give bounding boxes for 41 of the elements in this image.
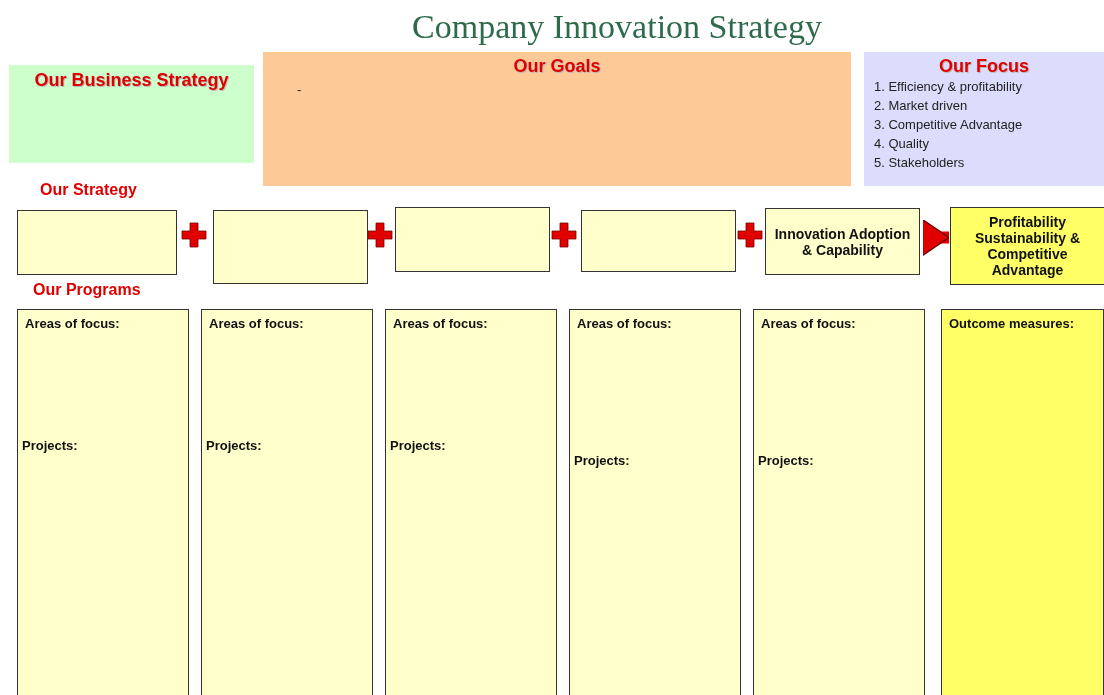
list-item: 5. Stakeholders	[874, 155, 965, 170]
column-heading: Outcome measures:	[949, 316, 1074, 331]
program-column	[569, 309, 741, 695]
column-heading: Areas of focus:	[761, 316, 856, 331]
projects-heading: Projects:	[206, 438, 262, 453]
list-item: 1. Efficiency & profitability	[874, 79, 1022, 94]
projects-heading: Projects:	[758, 453, 814, 468]
box-text: Profitability Sustainability & Competitive Advantage	[974, 214, 1081, 278]
outcome-column	[941, 309, 1104, 695]
panel-heading: Our Focus	[938, 56, 1030, 77]
strategy-box	[213, 210, 368, 284]
projects-heading: Projects:	[390, 438, 446, 453]
section-label: Our Programs	[33, 281, 141, 299]
program-column	[753, 309, 925, 695]
title: Company Innovation Strategy	[411, 8, 823, 46]
column-heading: Areas of focus:	[577, 316, 672, 331]
section-label: Our Strategy	[40, 181, 137, 199]
strategy-box	[17, 210, 177, 275]
strategy-box	[581, 210, 736, 272]
projects-heading: Projects:	[22, 438, 78, 453]
program-column	[17, 309, 189, 695]
program-column	[201, 309, 373, 695]
panel	[263, 52, 851, 186]
program-column	[385, 309, 557, 695]
list-item: 4. Quality	[874, 136, 929, 151]
list-item: 3. Competitive Advantage	[874, 117, 1023, 132]
panel-heading: Our Goals	[512, 56, 602, 77]
block-arrow	[922, 218, 950, 257]
column-heading: Areas of focus:	[393, 316, 488, 331]
box-text: Innovation Adoption & Capability	[773, 225, 912, 258]
column-heading: Areas of focus:	[25, 316, 120, 331]
panel	[864, 52, 1104, 186]
strategy-box	[395, 207, 550, 272]
panel	[9, 65, 254, 163]
goal-text: -	[297, 82, 302, 97]
strategy-box	[765, 208, 920, 275]
outcome-box	[950, 207, 1104, 285]
column-heading: Areas of focus:	[209, 316, 304, 331]
projects-heading: Projects:	[574, 453, 630, 468]
list-item: 2. Market driven	[874, 98, 968, 113]
panel-heading: Our Business Strategy	[33, 70, 230, 91]
